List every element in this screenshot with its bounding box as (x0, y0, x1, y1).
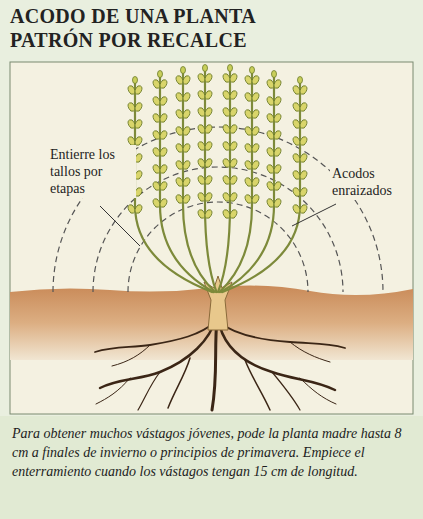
roots (95, 318, 345, 410)
shoots (135, 70, 300, 292)
leaves (127, 65, 308, 220)
illustration-frame (10, 62, 413, 414)
callout-label: Acodos enraizados (330, 164, 412, 200)
callout-label: Entierre los tallos por etapas (48, 145, 136, 198)
caption-ground (0, 416, 423, 519)
leader-lines (100, 204, 336, 246)
title: ACODO DE UNA PLANTA PATRÓN POR RECALCE (10, 4, 280, 52)
caption: Para obtener muchos vástagos jóvenes, po… (12, 424, 412, 481)
